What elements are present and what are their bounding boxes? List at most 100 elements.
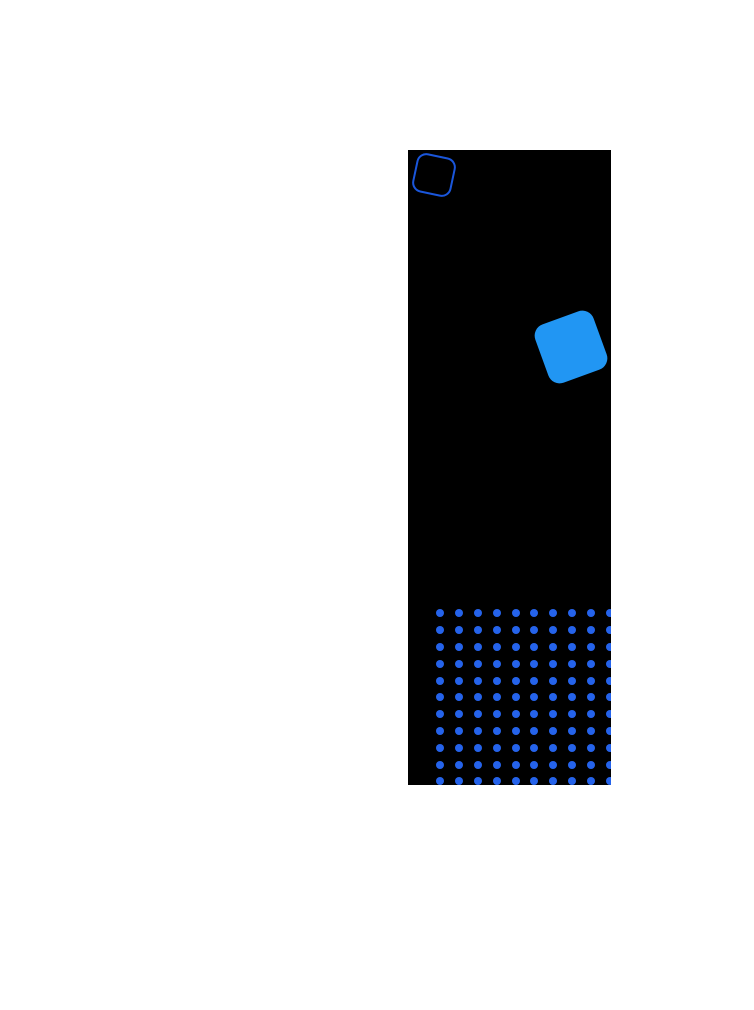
dot-grid-decoration (431, 605, 611, 785)
dot (563, 723, 582, 740)
dot (581, 622, 600, 639)
dot (600, 639, 611, 656)
dot (487, 706, 506, 723)
dot (469, 706, 488, 723)
dot (581, 655, 600, 672)
dot (506, 756, 525, 773)
dot (469, 773, 488, 785)
dot (544, 723, 563, 740)
dot (581, 639, 600, 656)
dot (450, 689, 469, 706)
dot (600, 739, 611, 756)
dot (487, 672, 506, 689)
dot (600, 672, 611, 689)
dot (506, 672, 525, 689)
dot (525, 723, 544, 740)
dot (525, 655, 544, 672)
dark-panel (408, 150, 611, 785)
dot (431, 756, 450, 773)
dot (431, 622, 450, 639)
dot (525, 605, 544, 622)
dot (506, 639, 525, 656)
dot (600, 655, 611, 672)
dot (563, 672, 582, 689)
dot (563, 739, 582, 756)
dot (487, 723, 506, 740)
dot (544, 639, 563, 656)
dot (544, 605, 563, 622)
dot (487, 739, 506, 756)
dot (544, 689, 563, 706)
dot (450, 655, 469, 672)
dot (563, 605, 582, 622)
dot (506, 706, 525, 723)
dot (525, 622, 544, 639)
dot (450, 723, 469, 740)
dot (487, 756, 506, 773)
dot (487, 622, 506, 639)
dot (469, 655, 488, 672)
dot (600, 622, 611, 639)
dot (431, 605, 450, 622)
dot (506, 739, 525, 756)
dot (469, 689, 488, 706)
dot (450, 706, 469, 723)
dot (487, 605, 506, 622)
dot (450, 773, 469, 785)
dot (544, 672, 563, 689)
dot (581, 706, 600, 723)
dot (450, 739, 469, 756)
dot (506, 723, 525, 740)
dot (581, 773, 600, 785)
dot (563, 689, 582, 706)
dot (450, 639, 469, 656)
dot (506, 773, 525, 785)
dot (563, 773, 582, 785)
dot (487, 773, 506, 785)
dot (469, 739, 488, 756)
dot (600, 773, 611, 785)
dot (600, 723, 611, 740)
dot (581, 739, 600, 756)
dot (506, 622, 525, 639)
dot (431, 706, 450, 723)
dot (544, 739, 563, 756)
dot (506, 655, 525, 672)
filled-square-decoration (531, 307, 611, 387)
dot (581, 723, 600, 740)
dot (431, 739, 450, 756)
dot (431, 773, 450, 785)
dot (431, 723, 450, 740)
dot (581, 672, 600, 689)
dot (431, 639, 450, 656)
dot (525, 639, 544, 656)
dot (600, 706, 611, 723)
dot (525, 689, 544, 706)
dot (544, 622, 563, 639)
dot (431, 689, 450, 706)
dot (525, 706, 544, 723)
dot (469, 756, 488, 773)
dot (563, 655, 582, 672)
dot (544, 655, 563, 672)
dot (563, 706, 582, 723)
dot (450, 605, 469, 622)
dot (563, 639, 582, 656)
dot (506, 605, 525, 622)
dot (487, 655, 506, 672)
dot (544, 756, 563, 773)
dot (506, 689, 525, 706)
dot (469, 605, 488, 622)
outlined-square-decoration (410, 151, 458, 199)
dot (469, 622, 488, 639)
dot (525, 672, 544, 689)
dot (450, 672, 469, 689)
dot (469, 639, 488, 656)
dot (600, 756, 611, 773)
dot (525, 739, 544, 756)
dot (431, 672, 450, 689)
dot (525, 773, 544, 785)
dot (487, 689, 506, 706)
dot (487, 639, 506, 656)
